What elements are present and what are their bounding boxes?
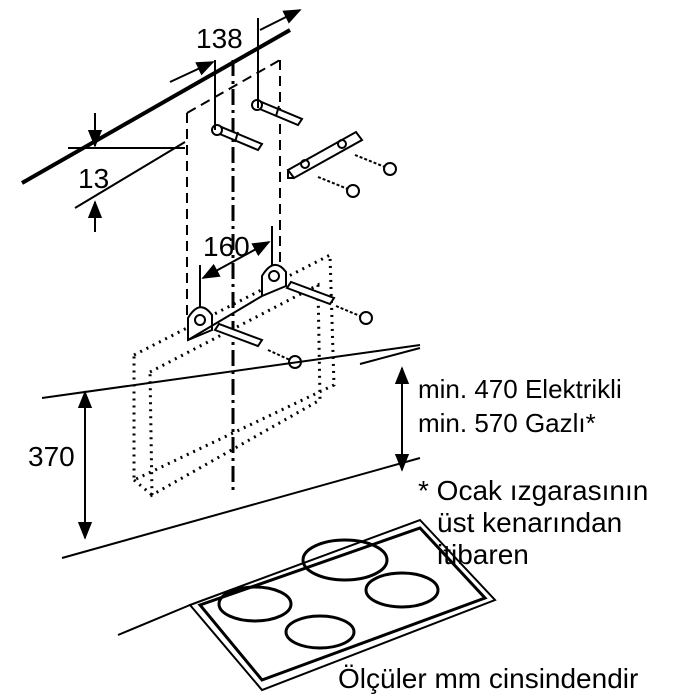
upper-bracket xyxy=(286,130,364,180)
footnote-line3: itibaren xyxy=(437,539,529,570)
ceiling-line xyxy=(21,28,291,185)
dim-160-label: 160 xyxy=(203,231,250,262)
footnote-line2: üst kenarından xyxy=(437,507,622,538)
hood-body-outline xyxy=(132,252,336,498)
lower-brackets xyxy=(187,264,287,342)
burner-front-right xyxy=(284,614,356,650)
wall-lines xyxy=(41,344,421,559)
footnote-line1: * Ocak ızgarasının xyxy=(418,475,648,506)
clearance-gas-label: min. 570 Gazlı* xyxy=(418,408,596,438)
burner-rear-right xyxy=(364,571,440,609)
upper-chimney-outline xyxy=(186,59,281,320)
cooktop xyxy=(117,518,497,692)
upper-screws xyxy=(317,154,397,198)
dim-138 xyxy=(169,9,302,130)
burner-front-left xyxy=(217,585,293,623)
clearance-electric-label: min. 470 Elektrikli xyxy=(418,374,622,404)
dim-13 xyxy=(68,113,186,232)
dim-13-label: 13 xyxy=(78,163,109,194)
lower-wall-plugs xyxy=(213,280,336,348)
burner-rear-left xyxy=(301,538,389,582)
dim-370-label: 370 xyxy=(28,441,75,472)
dim-138-label: 138 xyxy=(196,23,243,54)
units-note: Ölçüler mm cinsindendir xyxy=(338,663,638,694)
